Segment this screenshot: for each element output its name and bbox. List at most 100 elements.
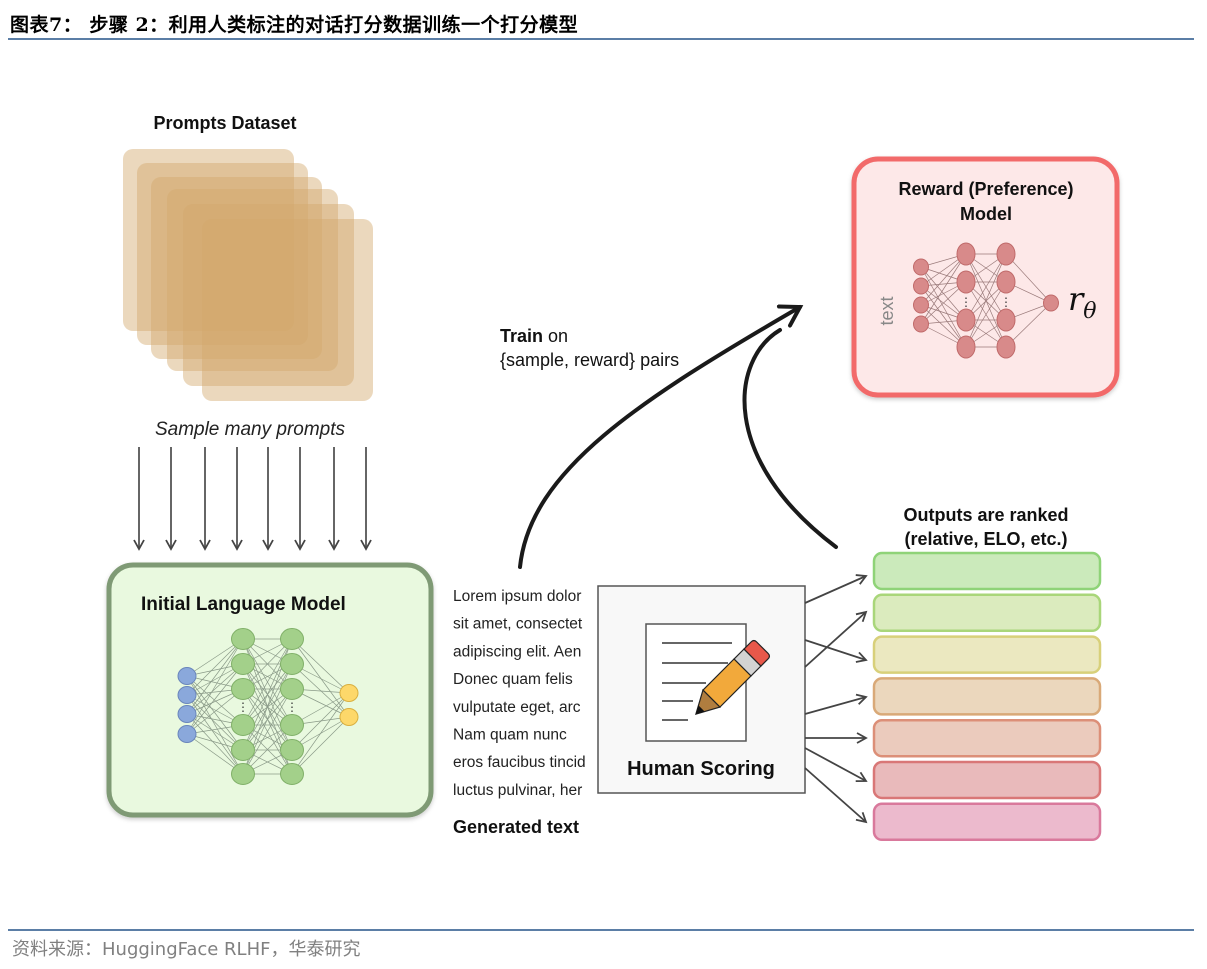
- network-node: [996, 308, 1016, 332]
- prompt-card: [137, 163, 308, 345]
- network-node: [996, 242, 1016, 266]
- network-edge: [186, 638, 244, 715]
- prompts-dataset: Prompts Dataset Sample many prompts: [123, 113, 373, 551]
- initial-language-model: Initial Language Model ⋮⋮: [106, 562, 434, 818]
- network-edge: [1005, 253, 1052, 304]
- footer-divider: [8, 929, 1194, 931]
- network-edge: [242, 724, 293, 775]
- network-node: [177, 686, 197, 704]
- initial-lm-box: [106, 562, 434, 818]
- reward-model-title-line1: Reward (Preference): [898, 179, 1073, 199]
- rankings: Outputs are ranked (relative, ELO, etc.): [872, 505, 1102, 842]
- initial-lm-title: Initial Language Model: [141, 594, 346, 615]
- network-edge: [186, 688, 244, 735]
- network-edge: [186, 694, 244, 775]
- generated-text-line: adipiscing elit. Aen: [453, 643, 581, 660]
- network-node: [956, 308, 976, 332]
- train-label-line1: Train on: [500, 326, 568, 346]
- network-edge: [291, 663, 350, 718]
- ranking-arrows: [804, 574, 868, 824]
- initial-lm-network-icon: ⋮⋮: [177, 628, 359, 785]
- network-node: [913, 258, 929, 276]
- network-edge: [186, 694, 244, 751]
- network-edge: [291, 638, 350, 718]
- ranked-output-box: [872, 551, 1102, 591]
- network-edge: [920, 253, 967, 306]
- ranked-output-box: [872, 718, 1102, 758]
- figure-title: 图表7： 步骤 2：利用人类标注的对话打分数据训练一个打分模型: [10, 14, 579, 36]
- network-edge: [242, 688, 293, 775]
- network-edge: [186, 638, 244, 735]
- network-edge: [186, 675, 244, 775]
- reward-model: Reward (Preference) Model text ⋮⋮ rθ: [851, 156, 1120, 398]
- rankings-title-line1: Outputs are ranked: [903, 505, 1068, 525]
- network-edge: [291, 638, 350, 694]
- network-edge: [291, 692, 350, 751]
- network-node: [231, 678, 255, 700]
- network-edge: [186, 675, 244, 751]
- reward-model-title-line2: Model: [960, 204, 1012, 224]
- generated-text-line: luctus pulvinar, her: [453, 782, 582, 799]
- network-node: [280, 763, 304, 785]
- prompt-card: [123, 149, 294, 331]
- generated-text-line: sit amet, consectet: [453, 616, 583, 633]
- prompts-dataset-title: Prompts Dataset: [153, 113, 296, 133]
- network-node: [231, 714, 255, 736]
- prompt-card: [167, 189, 338, 371]
- prompt-card: [183, 204, 354, 386]
- network-node: [177, 705, 197, 723]
- ellipsis-dots: ⋮: [286, 700, 298, 714]
- network-node: [231, 628, 255, 650]
- header-divider: [8, 38, 1194, 40]
- document-pencil-icon: [645, 623, 771, 742]
- network-node: [231, 763, 255, 785]
- network-node: [280, 678, 304, 700]
- network-node: [956, 242, 976, 266]
- source-note: 资料来源：HuggingFace RLHF，华泰研究: [12, 939, 361, 960]
- network-node: [339, 708, 359, 726]
- reward-output-symbol: rθ: [1068, 280, 1097, 324]
- network-edge: [965, 253, 1007, 321]
- network-edge: [186, 638, 244, 696]
- network-node: [280, 628, 304, 650]
- train-label: Train on {sample, reward} pairs: [500, 326, 679, 370]
- ranked-output-box: [872, 760, 1102, 800]
- network-node: [339, 684, 359, 702]
- sample-prompts-caption: Sample many prompts: [155, 419, 346, 440]
- network-edge: [242, 638, 293, 726]
- network-node: [956, 270, 976, 294]
- ranked-output-box: [872, 593, 1102, 633]
- network-node: [280, 714, 304, 736]
- generated-text-line: eros faucibus tincid: [453, 754, 586, 771]
- prompt-card: [151, 177, 322, 359]
- train-arrow-from-rankings: [742, 328, 838, 549]
- network-node: [177, 667, 197, 685]
- ellipsis-dots: ⋮: [1000, 295, 1012, 309]
- network-node: [913, 277, 929, 295]
- train-arrow-from-text: [518, 304, 804, 569]
- reward-input-label: text: [877, 296, 897, 325]
- network-edge: [965, 253, 1007, 348]
- network-node: [913, 296, 929, 314]
- network-node: [996, 335, 1016, 359]
- reward-model-box: [851, 156, 1120, 398]
- human-scoring: Human Scoring: [597, 585, 806, 794]
- train-arrows: [518, 304, 838, 569]
- reward-network-icon: ⋮⋮: [913, 242, 1059, 359]
- network-edge: [1005, 302, 1052, 348]
- network-node: [231, 653, 255, 675]
- sample-arrows: [133, 447, 372, 551]
- network-edge: [242, 638, 293, 690]
- generated-text-line: Nam quam nunc: [453, 727, 567, 744]
- rankings-title-line2: (relative, ELO, etc.): [904, 529, 1067, 549]
- network-node: [280, 739, 304, 761]
- prompt-stack: [123, 149, 373, 401]
- network-node: [177, 725, 197, 743]
- human-scoring-label: Human Scoring: [627, 758, 775, 780]
- network-node: [996, 270, 1016, 294]
- network-edge: [920, 253, 967, 325]
- network-node: [913, 315, 929, 333]
- prompt-card: [202, 219, 373, 401]
